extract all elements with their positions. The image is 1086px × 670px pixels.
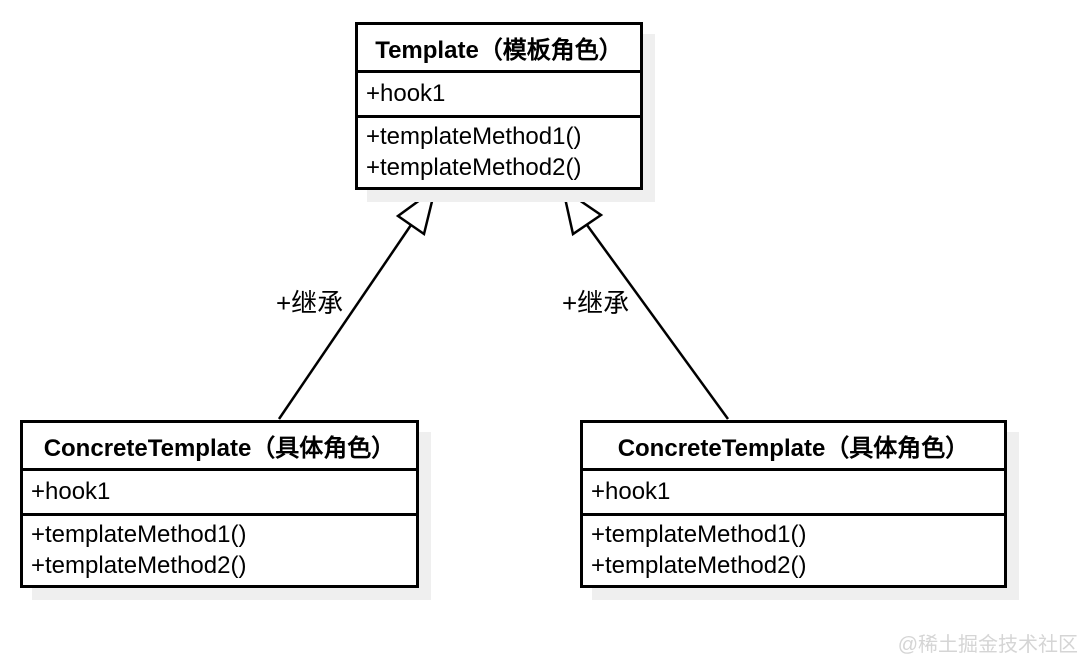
class-methods: +templateMethod1() +templateMethod2() <box>583 516 1004 585</box>
class-title: ConcreteTemplate（具体角色） <box>23 423 416 471</box>
class-method: +templateMethod2() <box>31 552 247 579</box>
class-method: +templateMethod2() <box>366 154 582 181</box>
class-attribute: +hook1 <box>358 73 640 118</box>
class-box-concrete-left: ConcreteTemplate（具体角色） +hook1 +templateM… <box>20 420 419 588</box>
class-attribute: +hook1 <box>23 471 416 516</box>
class-title: ConcreteTemplate（具体角色） <box>583 423 1004 471</box>
class-method: +templateMethod1() <box>591 521 807 548</box>
class-method: +templateMethod2() <box>591 552 807 579</box>
class-title: Template（模板角色） <box>358 25 640 73</box>
class-box-template: Template（模板角色） +hook1 +templateMethod1()… <box>355 22 643 190</box>
class-attribute: +hook1 <box>583 471 1004 516</box>
inheritance-line-left <box>277 224 413 420</box>
class-method: +templateMethod1() <box>366 123 582 150</box>
class-box-concrete-right: ConcreteTemplate（具体角色） +hook1 +templateM… <box>580 420 1007 588</box>
inheritance-arrowhead-left <box>395 185 438 237</box>
watermark-text: @稀土掘金技术社区 <box>897 634 1078 656</box>
class-methods: +templateMethod1() +templateMethod2() <box>23 516 416 585</box>
edge-label-inheritance-right: +继承 <box>562 288 630 318</box>
edge-label-inheritance-left: +继承 <box>276 288 344 318</box>
inheritance-arrowhead-right <box>561 186 604 237</box>
class-method: +templateMethod1() <box>31 521 247 548</box>
inheritance-line-right <box>585 224 730 420</box>
class-methods: +templateMethod1() +templateMethod2() <box>358 118 640 187</box>
